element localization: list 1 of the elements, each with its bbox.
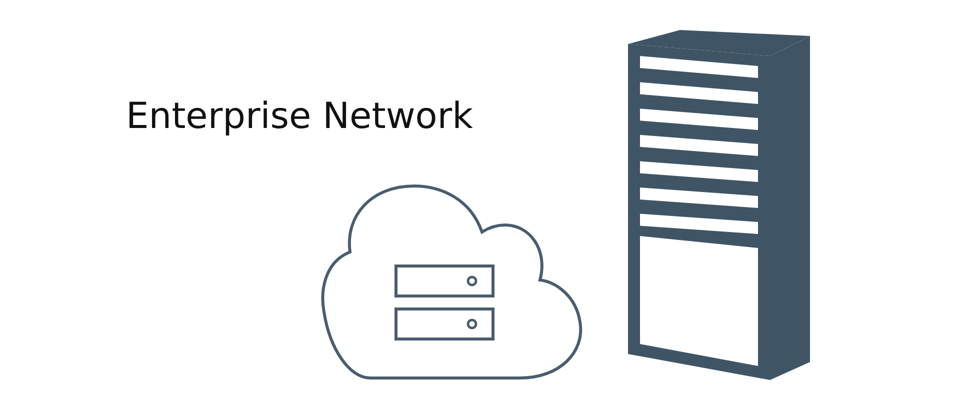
title: Enterprise Network: [126, 96, 473, 137]
